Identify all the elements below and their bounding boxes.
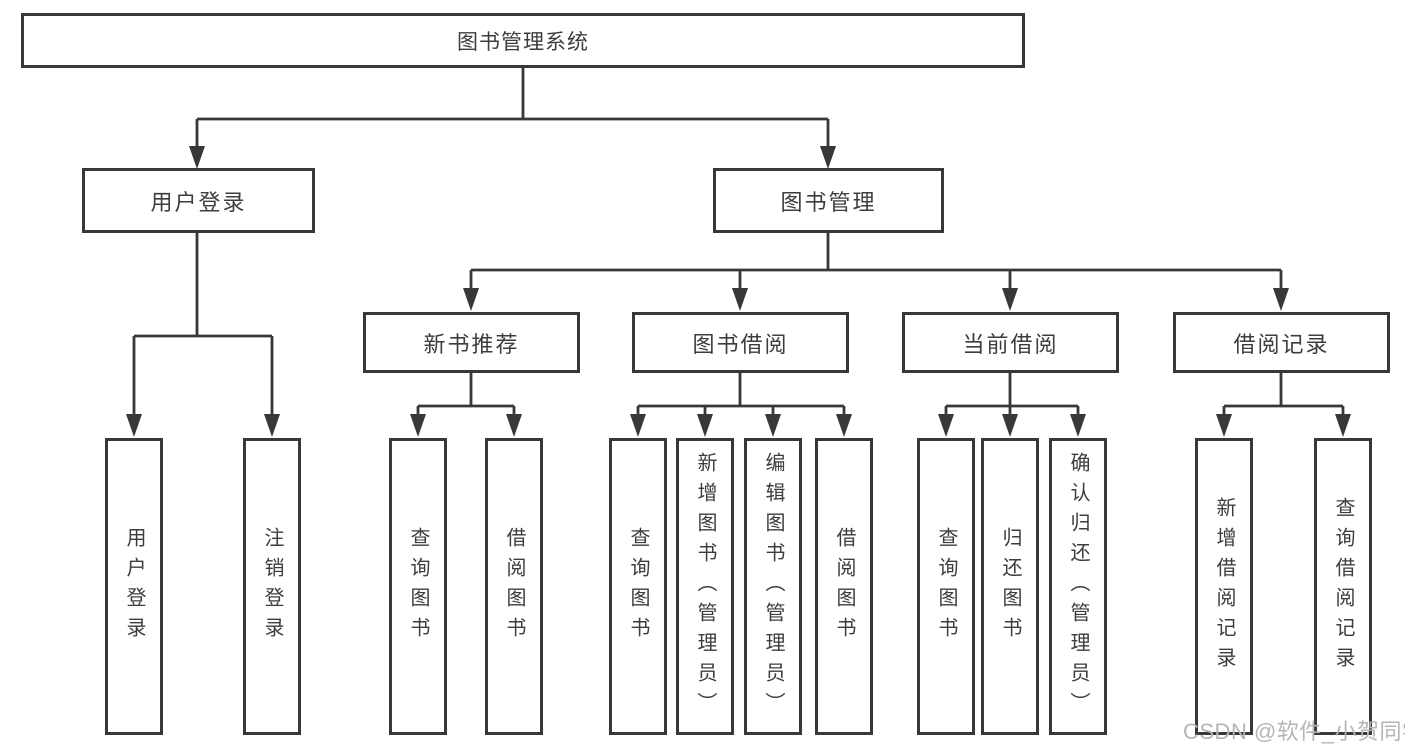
node-current-borrowing: 当前借阅: [902, 312, 1119, 373]
leaf-confirm-return-admin: 确认归还（管理员）: [1049, 438, 1107, 735]
arrow-down-icon: [506, 414, 522, 437]
arrow-down-icon: [264, 414, 280, 437]
arrow-down-icon: [1002, 288, 1018, 311]
leaf-user-login: 用户登录: [105, 438, 163, 735]
node-book-borrowing: 图书借阅: [632, 312, 849, 373]
arrow-down-icon: [836, 414, 852, 437]
arrow-down-icon: [1216, 414, 1232, 437]
arrow-down-icon: [1002, 414, 1018, 437]
arrow-down-icon: [1070, 414, 1086, 437]
leaf-query-books-borrowing: 查询图书: [609, 438, 667, 735]
leaf-edit-books-admin: 编辑图书（管理员）: [744, 438, 802, 735]
node-new-book-recommendation: 新书推荐: [363, 312, 580, 373]
arrow-down-icon: [820, 146, 836, 169]
arrow-down-icon: [463, 288, 479, 311]
arrow-down-icon: [189, 146, 205, 169]
node-book-management: 图书管理: [713, 168, 944, 233]
leaf-add-borrow-record: 新增借阅记录: [1195, 438, 1253, 735]
connector-lines: [132, 68, 1345, 417]
leaf-query-books-current: 查询图书: [917, 438, 975, 735]
watermark-text: CSDN @软件_小贺同学: [1183, 719, 1405, 744]
arrow-down-icon: [410, 414, 426, 437]
leaf-logout: 注销登录: [243, 438, 301, 735]
leaf-return-books: 归还图书: [981, 438, 1039, 735]
arrow-down-icon: [765, 414, 781, 437]
node-user-login: 用户登录: [82, 168, 315, 233]
leaf-add-books-admin: 新增图书（管理员）: [676, 438, 734, 735]
arrow-down-icon: [126, 414, 142, 437]
arrowheads: [126, 146, 1351, 437]
leaf-borrow-books-recommend: 借阅图书: [485, 438, 543, 735]
leaf-query-borrow-record: 查询借阅记录: [1314, 438, 1372, 735]
leaf-borrow-books: 借阅图书: [815, 438, 873, 735]
node-borrowing-records: 借阅记录: [1173, 312, 1390, 373]
arrow-down-icon: [697, 414, 713, 437]
arrow-down-icon: [1335, 414, 1351, 437]
arrow-down-icon: [1273, 288, 1289, 311]
arrow-down-icon: [732, 288, 748, 311]
node-library-management-system: 图书管理系统: [21, 13, 1025, 68]
arrow-down-icon: [630, 414, 646, 437]
leaf-query-books-recommend: 查询图书: [389, 438, 447, 735]
arrow-down-icon: [938, 414, 954, 437]
